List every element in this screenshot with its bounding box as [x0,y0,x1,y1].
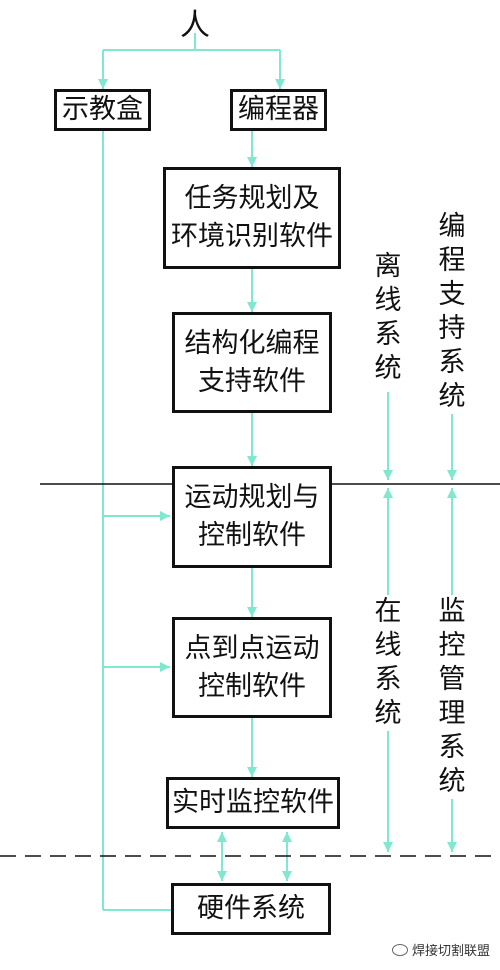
watermark-text: 焊接切割联盟 [412,944,491,959]
watermark: 焊接切割联盟 [392,940,490,959]
ptp-motion-label: 点到点运动 控制软件 [184,632,320,702]
motion-planning-label: 运动规划与 控制软件 [184,482,320,551]
realtime-monitor-label: 实时监控软件 [172,787,334,818]
structured-programming-box: 结构化编程 支持软件 [172,312,332,413]
task-planning-label: 任务规划及 环境识别软件 [171,183,333,252]
teach-pendant-box: 示教盒 [54,89,151,131]
online-system-label: 在线系统 [370,595,406,731]
structured-programming-label: 结构化编程 支持软件 [184,327,320,397]
offline-system-label: 离线系统 [370,250,406,386]
motion-planning-box: 运动规划与 控制软件 [172,466,332,568]
programmer-label: 编程器 [238,94,319,125]
programmer-box: 编程器 [230,89,327,131]
task-planning-box: 任务规划及 环境识别软件 [163,167,341,269]
hardware-label: 硬件系统 [197,893,305,924]
ptp-motion-box: 点到点运动 控制软件 [172,617,332,718]
monitor-management-label: 监控管理系统 [434,595,470,799]
person-label: 人 [180,8,210,43]
teach-pendant-label: 示教盒 [62,94,143,125]
programming-support-label: 编程支持系统 [434,210,470,414]
realtime-monitor-box: 实时监控软件 [166,777,340,829]
wechat-icon [392,943,408,956]
hardware-box: 硬件系统 [171,883,331,935]
